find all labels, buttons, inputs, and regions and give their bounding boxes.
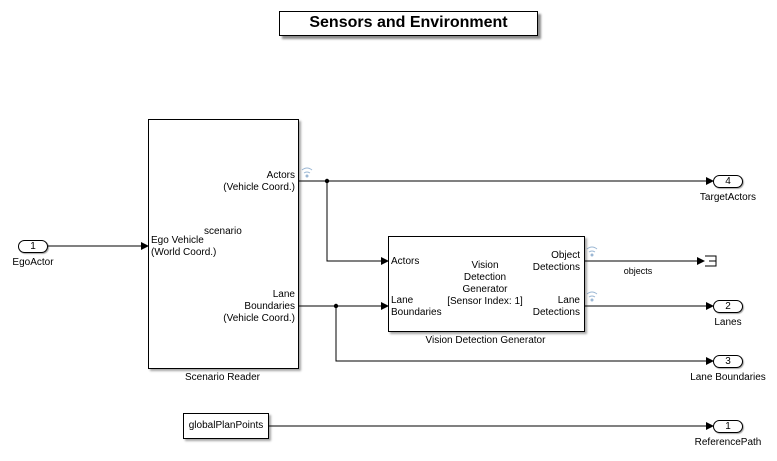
- inport-label: EgoActor: [12, 257, 54, 268]
- bus-signal-icon: [586, 246, 598, 253]
- vdg-output-object-detections: Object Detections: [510, 250, 580, 274]
- port-label: Ego Vehicle: [151, 235, 204, 246]
- vdg-input-actors: Actors: [391, 256, 420, 267]
- vision-detection-generator-block[interactable]: [388, 236, 585, 332]
- terminator-icon[interactable]: [705, 255, 717, 267]
- port-label: (Vehicle Coord.): [223, 313, 295, 324]
- scenario-reader-name: Scenario Reader: [184, 372, 261, 383]
- center-label-line: Detection: [463, 272, 507, 283]
- center-label-line: Vision: [471, 260, 499, 271]
- sr-output-actors: Actors (Vehicle Coord.): [200, 170, 295, 194]
- outport-reference-path[interactable]: 1: [713, 420, 743, 433]
- port-label: Lane: [272, 289, 295, 300]
- center-label-line: [Sensor Index: 1]: [447, 296, 523, 307]
- port-label: Lane: [557, 295, 580, 306]
- outport-lane-boundaries[interactable]: 3: [713, 355, 743, 368]
- outport-label: ReferencePath: [694, 437, 762, 448]
- outport-label: TargetActors: [699, 192, 757, 203]
- port-label: Lane: [391, 295, 414, 306]
- port-label: Detections: [532, 307, 580, 318]
- inport-egoactor[interactable]: 1: [18, 240, 48, 253]
- bus-signal-icon: [590, 298, 594, 302]
- bus-signal-icon: [586, 291, 598, 298]
- port-label: (Vehicle Coord.): [223, 182, 295, 193]
- outport-lanes[interactable]: 2: [713, 300, 743, 313]
- scenario-reader-block[interactable]: [148, 119, 299, 369]
- vdg-name: Vision Detection Generator: [425, 335, 546, 346]
- outport-label: Lanes: [714, 317, 742, 328]
- bus-signal-icon: [301, 167, 313, 174]
- sr-input-ego-vehicle: Ego Vehicle (World Coord.): [151, 235, 216, 259]
- bus-signal-icon: [590, 253, 594, 257]
- bus-signal-icon: [305, 174, 309, 178]
- port-label: Object: [551, 250, 580, 261]
- port-label: Detections: [532, 262, 580, 273]
- sr-center-label: scenario: [204, 226, 242, 237]
- global-plan-points-block[interactable]: globalPlanPoints: [183, 413, 269, 439]
- vdg-output-lane-detections: Lane Detections: [510, 295, 580, 319]
- signal-label-objects: objects: [623, 266, 653, 276]
- outport-target-actors[interactable]: 4: [713, 175, 743, 188]
- port-label: Boundaries: [244, 301, 295, 312]
- branch-point: [324, 178, 330, 184]
- diagram-title: Sensors and Environment: [279, 11, 538, 36]
- outport-label: Lane Boundaries: [690, 372, 766, 383]
- vdg-input-lane-boundaries: Lane Boundaries: [391, 295, 442, 319]
- sr-output-lane-boundaries: Lane Boundaries (Vehicle Coord.): [200, 289, 295, 325]
- port-label: Boundaries: [391, 307, 442, 318]
- wire-actors-vdg[interactable]: [326, 181, 389, 265]
- center-label-line: Generator: [462, 284, 508, 295]
- vdg-center-label: Vision Detection Generator [Sensor Index…: [440, 260, 530, 308]
- constant-value: globalPlanPoints: [188, 420, 264, 431]
- wire-lanes-out3[interactable]: [335, 306, 714, 365]
- branch-point: [333, 303, 339, 309]
- port-label: (World Coord.): [151, 247, 217, 258]
- port-label: Actors: [266, 170, 295, 181]
